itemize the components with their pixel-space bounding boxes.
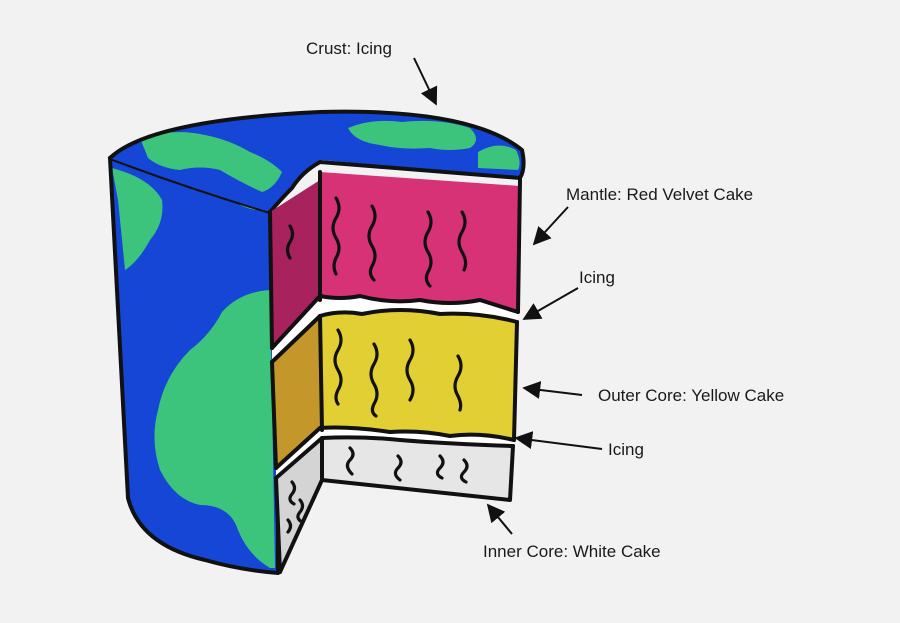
outer-core-front-face [320,310,516,440]
cut-outlines [268,170,522,574]
icing-lower-arrow [514,431,603,450]
top-cut-edge [268,160,522,214]
outer-core-arrow [522,381,583,399]
continent-top-left [140,132,282,192]
outer-core-side-face [272,318,320,468]
icing-upper-label: Icing [579,268,615,287]
top-surface-outline [108,109,526,180]
icing-upper-arrow [522,287,579,320]
outer-core-label: Outer Core: Yellow Cake [598,386,784,405]
inner-core-squiggles [286,446,469,534]
cake-top-surface [108,109,526,214]
icing-lower-label: Icing [608,440,644,459]
mantle-arrow [532,206,569,246]
inner-core-arrow [486,503,513,535]
cake-outer-wall [108,156,280,575]
inner-core-side-face [276,438,322,572]
crust-label: Crust: Icing [306,39,392,58]
mantle-label: Mantle: Red Velvet Cake [566,185,753,204]
mantle-side-face [270,180,320,348]
mantle-squiggles [285,196,468,288]
outer-wall-outline [108,156,280,575]
outer-core-squiggles [333,328,463,418]
continent-wall-upper [112,168,163,270]
mantle-front-face [320,172,520,312]
continent-top-far-right [478,145,520,170]
continent-wall-big [154,290,275,568]
icing-lower-strip [276,427,514,478]
continent-top-right [348,120,476,150]
crust-arrow [413,57,438,106]
inner-core-label: Inner Core: White Cake [483,542,661,561]
